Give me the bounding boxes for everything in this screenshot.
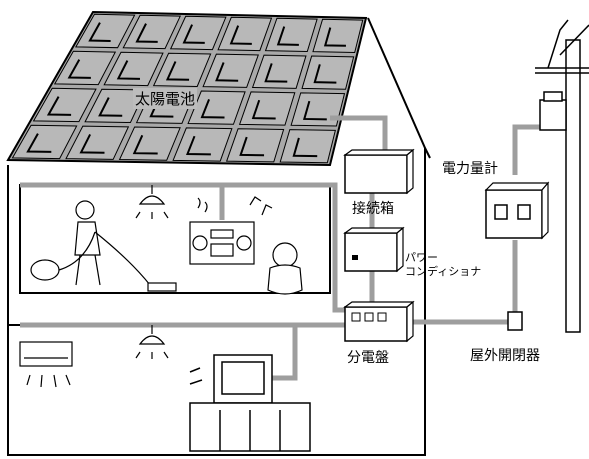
solar-cell-highlight — [239, 136, 265, 157]
label-outdoor-switch: 屋外開閉器 — [470, 348, 540, 364]
solar-cell-highlight — [323, 27, 346, 47]
solar-cell-highlight — [251, 99, 276, 120]
solar-cell-highlight — [292, 137, 318, 158]
solar-cell-highlight — [98, 97, 123, 117]
cables — [20, 115, 552, 381]
solar-cell-highlight — [165, 61, 190, 81]
solar-cell — [279, 129, 336, 164]
label-distribution-board: 分電盤 — [347, 350, 389, 366]
solar-cell-highlight — [88, 22, 111, 42]
label-power-conditioner-line2: コンディショナ — [405, 265, 482, 278]
label-power-meter: 電力量計 — [442, 161, 498, 177]
outdoor-switch — [507, 311, 523, 331]
solar-cell-highlight — [116, 60, 140, 80]
air-conditioner — [19, 341, 73, 388]
solar-cell-highlight — [186, 135, 211, 156]
solar-cell-highlight — [79, 134, 105, 154]
ceiling-lamp-upper — [135, 185, 169, 219]
solar-cell-highlight — [229, 25, 252, 45]
solar-cell-highlight — [46, 96, 72, 116]
solar-cell-highlight — [302, 100, 327, 121]
power-conditioner — [343, 226, 405, 273]
utility-pole — [535, 19, 589, 333]
solar-cell-highlight — [313, 64, 337, 84]
house-outline — [7, 17, 431, 456]
solar-cell — [301, 55, 355, 90]
power-meter — [484, 181, 550, 240]
solar-cell-highlight — [135, 23, 158, 43]
label-junction-box: 接続箱 — [352, 201, 394, 217]
distribution-board — [343, 300, 415, 343]
label-solar-panel: 太陽電池 — [133, 88, 198, 109]
stereo-system — [189, 196, 273, 265]
tv-cabinet — [189, 402, 311, 452]
solar-cell — [290, 92, 346, 127]
label-power-conditioner-line1: パワー — [405, 251, 438, 264]
solar-cell-highlight — [182, 24, 205, 44]
solar-cell-highlight — [132, 134, 158, 155]
solar-cell-highlight — [215, 62, 239, 82]
solar-cell-highlight — [264, 63, 288, 83]
solar-cell-highlight — [276, 26, 299, 46]
solar-cell-highlight — [26, 133, 52, 153]
solar-cell-highlight — [67, 59, 91, 79]
solar-cell-highlight — [200, 98, 225, 119]
person-vacuuming — [30, 200, 177, 292]
junction-box — [343, 148, 415, 195]
person-sitting — [267, 242, 303, 295]
ceiling-lamp-lower — [135, 325, 169, 359]
television — [189, 354, 273, 404]
